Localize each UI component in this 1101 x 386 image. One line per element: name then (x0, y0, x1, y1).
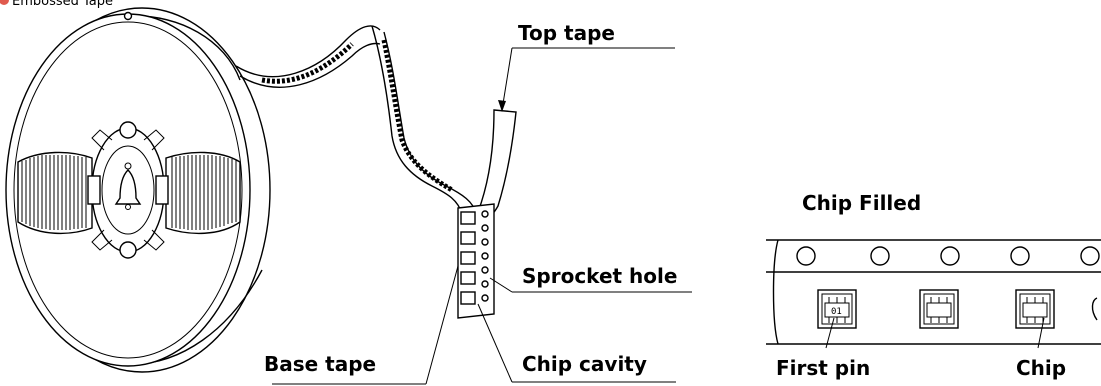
chip-label: Chip (1016, 356, 1066, 380)
chip-marking: 01 (831, 307, 842, 317)
chip-filled-title: Chip Filled (802, 191, 921, 215)
reel-window-right (166, 152, 240, 233)
chip-filled-inset: Chip Filled 01 (766, 191, 1101, 380)
top-tape-strip (478, 110, 516, 218)
reel-window-left (18, 152, 92, 233)
inset-chip-3 (1016, 290, 1054, 328)
sprocket-hole-label: Sprocket hole (522, 264, 677, 288)
top-tape-label: Top tape (518, 21, 615, 45)
reel-pin-hole (125, 13, 132, 20)
base-tape-label: Base tape (264, 352, 376, 376)
header-title: Embossed Tape (12, 0, 113, 9)
header-bullet-icon (0, 0, 9, 5)
inset-chip-1: 01 (818, 290, 856, 328)
inset-chip-2 (920, 290, 958, 328)
carrier-tape (236, 26, 516, 318)
chip-cavity-label: Chip cavity (522, 352, 647, 376)
first-pin-label: First pin (776, 356, 870, 380)
reel (6, 8, 270, 372)
